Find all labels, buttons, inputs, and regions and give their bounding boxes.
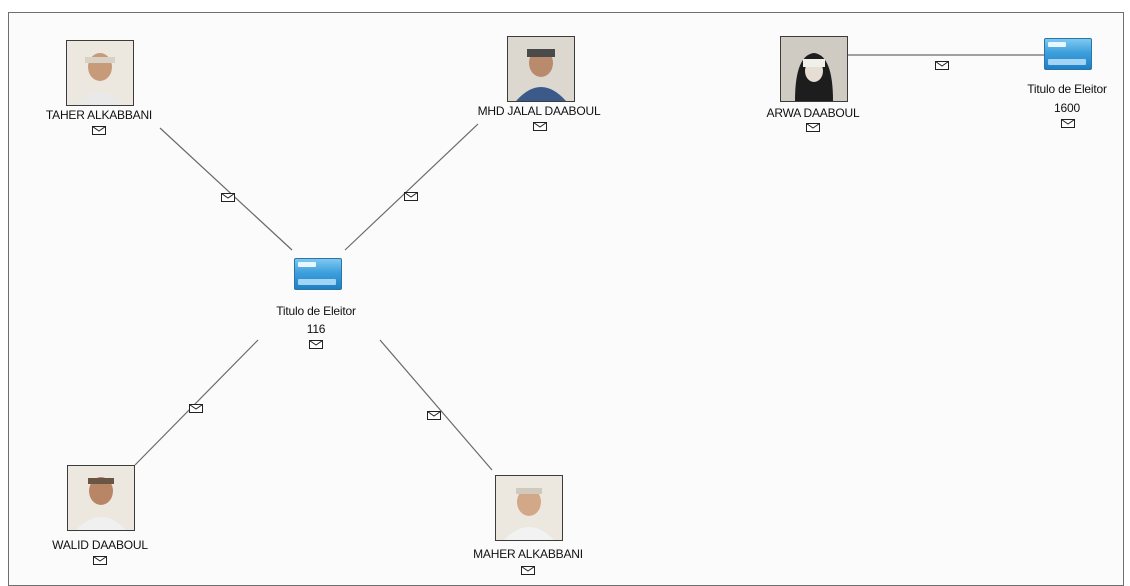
link-walid-titulo116[interactable] <box>134 339 259 466</box>
envelope-icon[interactable] <box>92 126 106 135</box>
voter-card-icon <box>1044 38 1092 70</box>
document-number: 1600 <box>1054 101 1080 115</box>
envelope-icon[interactable] <box>189 404 203 413</box>
person-photo-icon <box>780 36 848 102</box>
envelope-icon[interactable] <box>935 61 949 70</box>
envelope-icon[interactable] <box>427 411 441 420</box>
envelope-icon[interactable] <box>93 556 107 565</box>
voter-card-icon <box>294 258 342 290</box>
envelope-icon[interactable] <box>806 123 820 132</box>
link-chart-canvas[interactable] <box>8 12 1124 586</box>
document-label: Titulo de Eleitor <box>1027 82 1107 96</box>
person-name: MHD JALAL DAABOUL <box>477 104 601 118</box>
envelope-icon[interactable] <box>221 193 235 202</box>
envelope-icon[interactable] <box>533 122 547 131</box>
link-taher-titulo116[interactable] <box>159 127 293 251</box>
envelope-icon[interactable] <box>309 340 323 349</box>
person-name: ARWA DAABOUL <box>766 106 860 120</box>
link-maher-titulo116[interactable] <box>379 339 493 471</box>
person-name: MAHER ALKABBANI <box>473 547 583 561</box>
person-photo-icon <box>507 36 575 102</box>
envelope-icon[interactable] <box>1061 119 1075 128</box>
link-jalal-titulo116[interactable] <box>344 123 479 251</box>
envelope-icon[interactable] <box>521 566 535 575</box>
envelope-icon[interactable] <box>404 192 418 201</box>
person-name: TAHER ALKABBANI <box>45 108 153 122</box>
person-photo-icon <box>495 475 563 541</box>
person-photo-icon <box>66 40 134 106</box>
person-name: WALID DAABOUL <box>52 538 148 552</box>
document-label: Titulo de Eleitor <box>276 304 356 318</box>
document-number: 116 <box>306 322 326 336</box>
person-photo-icon <box>67 465 135 531</box>
